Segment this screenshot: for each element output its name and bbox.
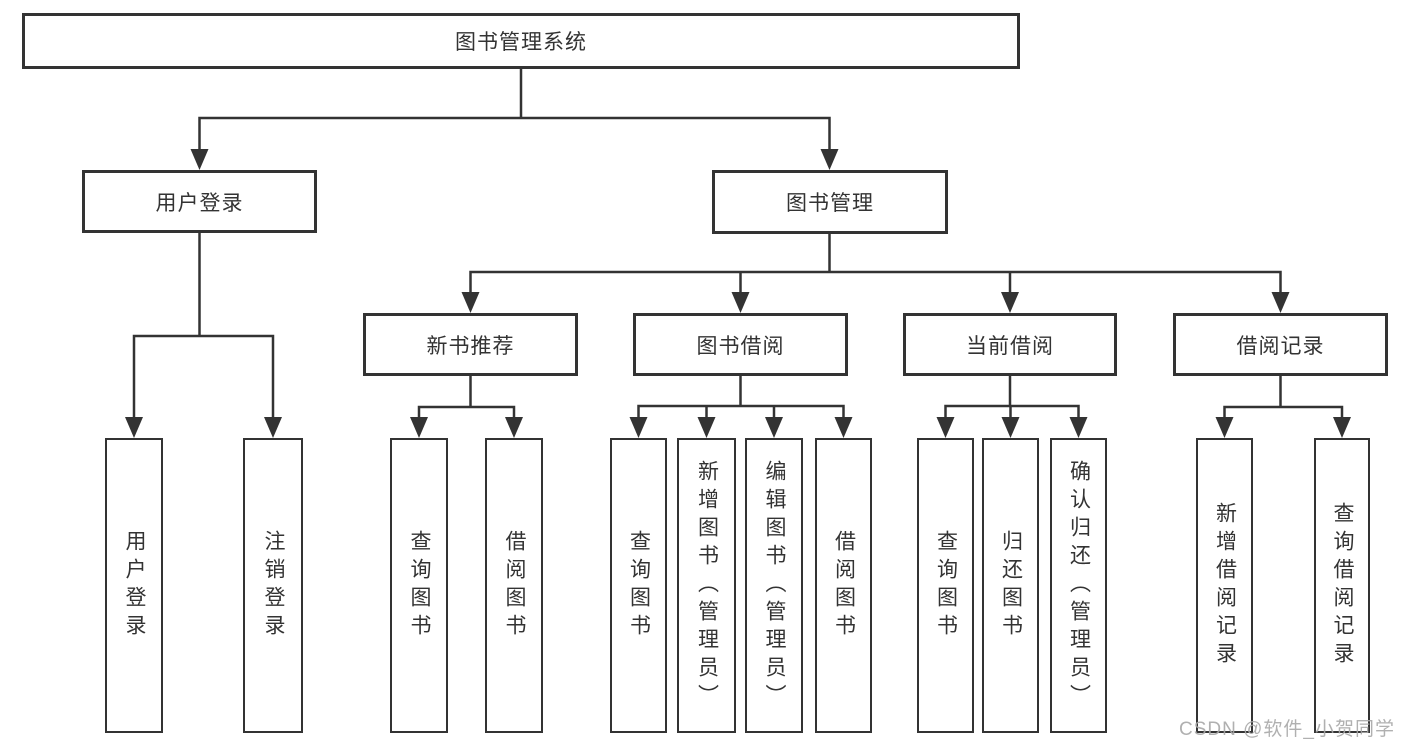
leaf-add-book-admin: 新增图书（管理员） xyxy=(677,438,736,733)
arrowhead-down-icon xyxy=(1271,292,1290,313)
leaf-query-books-borrowing: 查询图书 xyxy=(610,438,667,733)
arrowhead-down-icon xyxy=(1215,417,1234,438)
arrowhead-down-icon xyxy=(697,417,716,438)
arrowhead-down-icon xyxy=(505,417,523,438)
connector-user-login-to-leaves xyxy=(125,233,282,438)
csdn-watermark: CSDN @软件_小贺同学 xyxy=(1179,719,1395,740)
leaf-logout: 注销登录 xyxy=(243,438,303,733)
arrowhead-down-icon xyxy=(1333,417,1351,438)
connector-records-to-leaves xyxy=(1215,376,1351,438)
leaf-return-book: 归还图书 xyxy=(982,438,1039,733)
leaf-borrow-books-borrowing: 借阅图书 xyxy=(815,438,872,733)
leaf-query-books-current: 查询图书 xyxy=(917,438,974,733)
node-book-management-branch: 图书管理 xyxy=(712,170,948,234)
node-borrowing-records: 借阅记录 xyxy=(1173,313,1388,376)
leaf-edit-book-admin: 编辑图书（管理员） xyxy=(745,438,803,733)
leaf-add-borrow-record: 新增借阅记录 xyxy=(1196,438,1253,733)
arrowhead-down-icon xyxy=(629,417,648,438)
arrowhead-down-icon xyxy=(936,417,955,438)
arrowhead-down-icon xyxy=(765,417,783,438)
connector-book-borrow-to-leaves xyxy=(629,376,853,438)
arrowhead-down-icon xyxy=(190,149,209,170)
arrowhead-down-icon xyxy=(1069,417,1088,438)
arrowhead-down-icon xyxy=(1001,292,1019,313)
connector-current-borrow-to-leaves xyxy=(936,376,1088,438)
leaf-user-login: 用户登录 xyxy=(105,438,163,733)
node-library-management-system: 图书管理系统 xyxy=(22,13,1020,69)
arrowhead-down-icon xyxy=(410,417,428,438)
leaf-query-books-recommend: 查询图书 xyxy=(390,438,448,733)
arrowhead-down-icon xyxy=(820,149,839,170)
leaf-borrow-books-recommend: 借阅图书 xyxy=(485,438,543,733)
arrowhead-down-icon xyxy=(264,417,282,438)
arrowhead-down-icon xyxy=(125,417,143,438)
node-new-book-recommendation: 新书推荐 xyxy=(363,313,578,376)
arrowhead-down-icon xyxy=(731,292,750,313)
leaf-query-borrow-record: 查询借阅记录 xyxy=(1314,438,1370,733)
arrowhead-down-icon xyxy=(1001,417,1020,438)
connector-new-book-to-leaves xyxy=(410,376,523,438)
node-book-borrowing: 图书借阅 xyxy=(633,313,848,376)
node-current-borrowing: 当前借阅 xyxy=(903,313,1117,376)
arrowhead-down-icon xyxy=(461,292,480,313)
connector-book-management-to-level3 xyxy=(461,234,1290,313)
leaf-confirm-return-admin: 确认归还（管理员） xyxy=(1050,438,1107,733)
connector-root-to-level2 xyxy=(190,69,839,170)
arrowhead-down-icon xyxy=(834,417,853,438)
node-user-login-branch: 用户登录 xyxy=(82,170,317,233)
